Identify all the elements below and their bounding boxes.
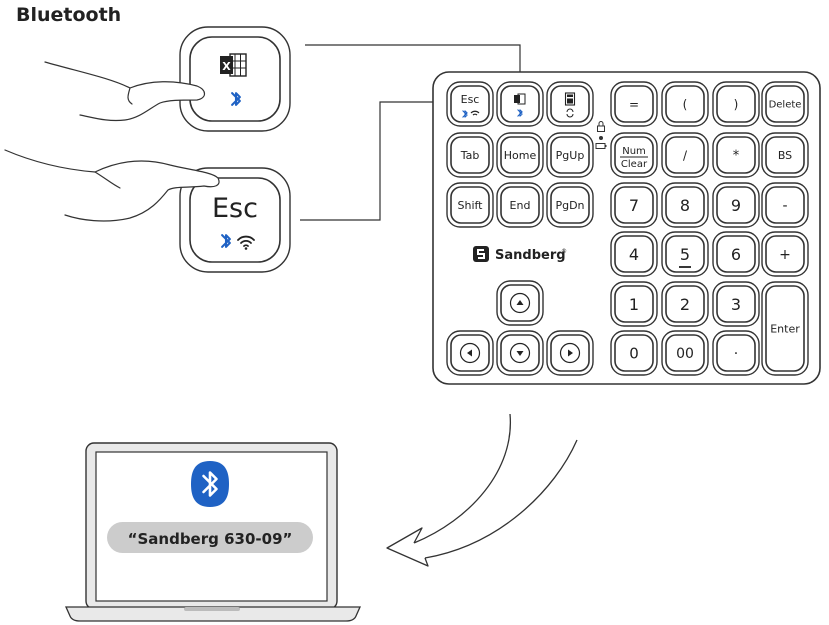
device-name: “Sandberg 630-09” (128, 530, 293, 548)
indicator-dot (599, 136, 603, 140)
key-4-label: 4 (629, 245, 639, 264)
key-end-label: End (510, 199, 531, 212)
key-clear-label: Clear (621, 159, 648, 170)
key-bs[interactable]: BS (761, 132, 809, 178)
key-slash[interactable]: / (661, 132, 709, 178)
lock-icon (597, 121, 605, 132)
key-esc[interactable]: Esc (446, 81, 494, 127)
key-2[interactable]: 2 (661, 281, 709, 327)
zoom-esc-label: Esc (212, 193, 258, 224)
key-6[interactable]: 6 (712, 231, 760, 277)
key-esc-label: Esc (461, 93, 480, 106)
key-9-label: 9 (731, 196, 741, 215)
key-paren-open[interactable]: ( (661, 81, 709, 127)
key-0-label: 0 (629, 344, 639, 362)
key-3-label: 3 (731, 295, 741, 314)
key-1[interactable]: 1 (610, 281, 658, 327)
hand-top (44, 61, 206, 122)
key-pgup[interactable]: PgUp (546, 132, 594, 178)
key-tab[interactable]: Tab (446, 132, 494, 178)
key-arrow-left[interactable] (446, 330, 494, 376)
wifi-icon (237, 235, 255, 250)
key-4[interactable]: 4 (610, 231, 658, 277)
svg-text:X: X (222, 60, 231, 73)
key-delete[interactable]: Delete (761, 81, 809, 127)
excel-icon: X (220, 53, 247, 77)
arrow-down-icon (509, 342, 531, 364)
brand-name: Sandberg (495, 248, 566, 263)
key-minus-label: - (782, 198, 787, 214)
key-calculator[interactable] (546, 81, 594, 127)
key-8[interactable]: 8 (661, 182, 709, 228)
arrow-right-icon (559, 342, 581, 364)
key-8-label: 8 (680, 196, 690, 215)
key-7-label: 7 (629, 196, 639, 215)
brand-logo (473, 246, 489, 262)
key-enter[interactable]: Enter (761, 281, 809, 376)
key-2-label: 2 (680, 295, 690, 314)
brand-registered-mark: ® (561, 248, 567, 255)
key-1-label: 1 (629, 295, 639, 314)
key-5-label: 5 (680, 245, 690, 264)
key-pgup-label: PgUp (556, 149, 585, 162)
key-3[interactable]: 3 (712, 281, 760, 327)
excel-icon (514, 93, 526, 105)
key-5[interactable]: 5 (661, 231, 709, 277)
key-plus[interactable]: + (761, 231, 809, 277)
key-equals-label: = (629, 97, 639, 111)
calculator-icon (564, 92, 576, 106)
key-slash-label: / (683, 148, 688, 162)
key-home-label: Home (504, 149, 537, 162)
key-asterisk-label: * (733, 149, 740, 164)
key-equals[interactable]: = (610, 81, 658, 127)
key-home[interactable]: Home (496, 132, 544, 178)
key-plus-label: + (779, 247, 791, 263)
key-excel[interactable] (496, 81, 544, 127)
pairing-arrow (386, 413, 578, 567)
zoom-key-esc: Esc (179, 167, 291, 273)
battery-icon (595, 143, 607, 149)
key-end[interactable]: End (496, 182, 544, 228)
arrow-up-icon (509, 292, 531, 314)
key-0[interactable]: 0 (610, 330, 658, 376)
key-00[interactable]: 00 (661, 330, 709, 376)
key-paren-open-label: ( (683, 97, 688, 111)
key-tab-label: Tab (460, 149, 480, 162)
key-num-label: Num (622, 146, 646, 157)
key-paren-close-label: ) (734, 97, 739, 111)
callout-line-excel (305, 44, 521, 82)
key-arrow-down[interactable] (496, 330, 544, 376)
key-paren-close[interactable]: ) (712, 81, 760, 127)
page-title: Bluetooth (16, 4, 122, 26)
key-arrow-up[interactable] (496, 280, 544, 326)
key-asterisk[interactable]: * (712, 132, 760, 178)
key-shift-label: Shift (457, 199, 483, 212)
callout-line-esc (300, 101, 452, 221)
callout-lines (300, 44, 521, 221)
key-minus[interactable]: - (761, 182, 809, 228)
key-dot[interactable]: · (712, 330, 760, 376)
arrow-left-icon (459, 342, 481, 364)
key-pgdn[interactable]: PgDn (546, 182, 594, 228)
bluetooth-logo-icon (191, 461, 229, 507)
key-delete-label: Delete (769, 100, 802, 111)
key-arrow-right[interactable] (546, 330, 594, 376)
key-00-label: 00 (676, 346, 694, 362)
key-shift[interactable]: Shift (446, 182, 494, 228)
key-7[interactable]: 7 (610, 182, 658, 228)
key-bs-label: BS (778, 149, 792, 162)
zoom-key-excel: X (179, 26, 291, 132)
sync-icon (566, 108, 574, 118)
laptop: “Sandberg 630-09” (64, 442, 362, 622)
key-pgdn-label: PgDn (555, 199, 584, 212)
key-9[interactable]: 9 (712, 182, 760, 228)
key-enter-label: Enter (770, 322, 800, 335)
wifi-icon (470, 110, 480, 116)
key-6-label: 6 (731, 245, 741, 264)
hand-illustration (4, 61, 220, 222)
key-dot-label: · (734, 346, 738, 362)
